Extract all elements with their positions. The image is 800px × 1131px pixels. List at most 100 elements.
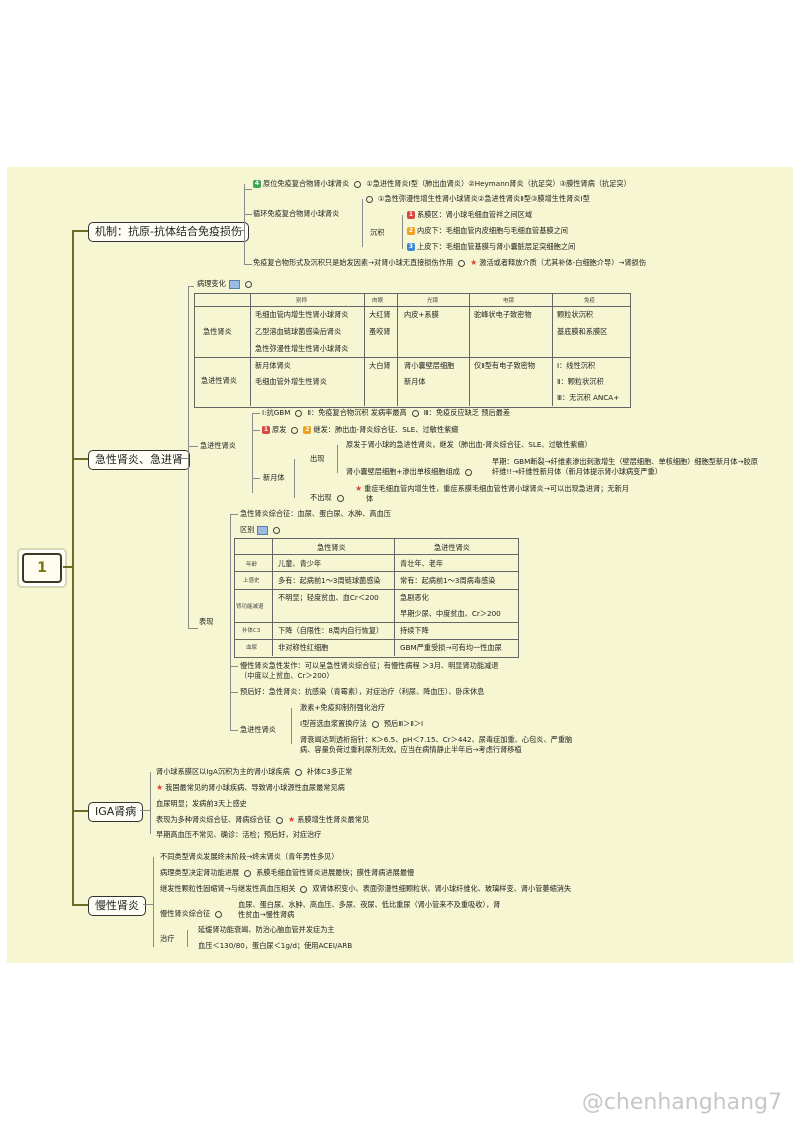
patho-col1 <box>250 293 251 406</box>
connector-b1 <box>72 230 88 232</box>
iga-l2-text: 我国最常见的肾小球疾病、导致肾小球源性血尿最常见病 <box>165 783 345 792</box>
mech-l2a: ①急性弥漫性增生性肾小球肾炎②急进性肾炎Ⅱ型③膜增生性肾炎Ⅰ型 <box>366 194 590 204</box>
mech-l2b3-text: 上皮下：毛细血管基膜与肾小囊脏层足突细胞之间 <box>417 242 576 251</box>
watermark-text: @chenhanghang7 <box>581 1090 782 1115</box>
present-chronic2: （中度以上贫血、Cr＞200） <box>240 671 334 680</box>
branch-acute-label: 急性肾炎、急进肾 <box>95 453 183 466</box>
root-node[interactable]: 1 <box>17 548 67 588</box>
rapid-primary-icon <box>291 426 299 434</box>
mech-l3-connector-icon <box>458 259 466 267</box>
diff-row2 <box>234 589 518 590</box>
mech-l2-line <box>244 214 252 215</box>
connector-b2 <box>72 458 88 460</box>
patho-rapid-if-1: Ⅱ：颗粒状沉积 <box>557 377 604 386</box>
mindmap-canvas <box>7 167 793 963</box>
iga-l1-detail: 补体C3多正常 <box>306 767 353 776</box>
patho-hline <box>188 286 194 287</box>
iga-l4-icon <box>276 816 284 824</box>
diff-b-2: 急剧恶化 <box>400 593 429 602</box>
rapid-type2: Ⅱ：免疫复合物沉积 发病率最高 <box>307 408 407 417</box>
rapid-none-text: 不出现 <box>310 493 332 502</box>
branch-mechanism[interactable]: 机制：抗原-抗体结合免疫损伤 <box>88 222 249 242</box>
diff-a-4: 非对称性红细胞 <box>278 643 329 652</box>
rapid-type3: Ⅲ：免疫反应缺乏 预后最差 <box>423 408 511 417</box>
crescent-vline <box>294 459 295 498</box>
patho-rapid-if-0: Ⅰ：线性沉积 <box>557 361 596 370</box>
mech-l3: 免疫复合物形式及沉积只是始发因素→对肾小球无直接损伤作用★激活或者释放介质（尤其… <box>253 258 646 268</box>
present-rp-line <box>230 730 238 731</box>
chronic-l3-detail: 双肾体积变小、表面弥漫性细颗粒状、肾小球纤维化、玻璃样变、肾小管萎缩消失 <box>312 884 572 893</box>
present-label: 表现 <box>199 617 214 626</box>
patho-acute-gross-0: 大红肾 <box>369 310 391 319</box>
rapid-appear1: 原发于肾小球的急进性肾炎，继发（肺出血-肾炎综合征、SLE、过敏性紫癜） <box>346 440 592 449</box>
present-diff: 区别 <box>240 525 285 535</box>
connector-b3 <box>72 810 88 812</box>
mech-l3-line <box>244 264 252 265</box>
present-vline <box>230 514 231 730</box>
star-icon: ★ <box>470 258 478 267</box>
branch-iga-label: IGA肾病 <box>95 805 137 818</box>
mech-l1-text: 原位免疫复合物肾小球肾炎 <box>263 179 350 188</box>
rapid-crescent: 新月体 <box>263 473 285 482</box>
patho-rapid-lm-1: 新月体 <box>404 377 426 386</box>
diff-k-4: 血尿 <box>246 645 258 651</box>
rapid-hline <box>188 446 198 447</box>
diff-k-2: 肾功能减退 <box>236 604 264 610</box>
mech-vline <box>244 184 245 264</box>
patho-acute-name-0: 毛细血管内增生性肾小球肾炎 <box>255 310 349 319</box>
present-rp-label: 急进性肾炎 <box>240 725 276 734</box>
rapid-none-icon <box>336 494 344 502</box>
diff-row3 <box>234 622 518 623</box>
chronic-hline <box>143 904 153 905</box>
mech-l3-text: 免疫复合物形式及沉积只是始发因素→对肾小球无直接损伤作用 <box>253 258 454 267</box>
rapid-type-icon-2 <box>411 409 419 417</box>
diff-k-0: 年龄 <box>246 562 258 568</box>
diff-b-4: GBM严重受损→可有均一性血尿 <box>400 643 502 652</box>
trunk-vertical <box>72 231 74 905</box>
patho-rapid-gross: 大白肾 <box>369 361 391 370</box>
diff-col2 <box>394 538 395 656</box>
patho-acute-lm: 内皮+系膜 <box>404 310 439 319</box>
iga-l2: ★我国最常见的肾小球疾病、导致肾小球源性血尿最常见病 <box>156 783 345 793</box>
diff-k-1: 上感史 <box>243 578 260 584</box>
patho-acute-em: 驼峰状电子致密物 <box>474 310 532 319</box>
diff-a-0: 儿童、青少年 <box>278 559 322 568</box>
branch-iga[interactable]: IGA肾病 <box>88 802 144 822</box>
diff-a-1: 多有：起病前1～3周链球菌感染 <box>278 576 381 585</box>
rapid-secondary-text: 继发：肺出血-肾炎综合征、SLE、过敏性紫癜 <box>313 425 459 434</box>
present-l1-line <box>230 514 238 515</box>
chronic-treat: 治疗 <box>160 934 175 943</box>
iga-l5: 早期高血压不常见、确诊：活检；预后好，对症治疗 <box>156 830 322 839</box>
patho-acute-if-1: 基底膜和系膜区 <box>557 327 608 336</box>
chronic-l3-text: 继发性颗粒性固缩肾→与继发性高血压相关 <box>160 884 296 893</box>
mech-l2: 循环免疫复合物肾小球肾炎 <box>253 209 340 218</box>
patho-acute-name-1: 乙型溶血链球菌感染后肾炎 <box>255 327 342 336</box>
mech-l2b: 沉积 <box>370 228 385 237</box>
patho-col2 <box>364 293 365 406</box>
rapid-vline <box>252 413 253 493</box>
patho-rapid-if-2: Ⅲ：无沉积 ANCA+ <box>557 393 620 402</box>
chronic-l4: 慢性肾炎综合征 <box>160 909 227 919</box>
mech-l1-line <box>244 189 252 190</box>
diff-a-3: 下降（自限性：8周内自行恢复） <box>278 626 384 635</box>
patho-title-text: 病理变化 <box>197 279 226 288</box>
chronic-l4r1: 血尿、蛋白尿、水肿、高血压、多尿、夜尿、低比重尿（肾小管来不及重吸收），肾 <box>238 900 501 909</box>
trunk-line <box>63 566 73 568</box>
chronic-l4r2: 性贫血→慢性肾病 <box>238 910 295 919</box>
present-l1: 急性肾炎综合征：血尿、蛋白尿、水肿、高血压 <box>240 509 391 518</box>
chronic-l3: 继发性颗粒性固缩肾→与继发性高血压相关 双肾体积变小、表面弥漫性细颗粒状、肾小球纤… <box>160 884 571 894</box>
connector-b4 <box>72 904 88 906</box>
rapid-appear2-text: 肾小囊壁层细胞+渗出单核细胞组成 <box>346 467 460 476</box>
diff-b-0: 青壮年、老年 <box>400 559 444 568</box>
branch-acute-nephritis[interactable]: 急性肾炎、急进肾 <box>88 450 190 470</box>
priority-3-badge: 3 <box>407 243 415 251</box>
branch-chronic[interactable]: 慢性肾炎 <box>88 896 146 916</box>
table-icon <box>228 279 240 289</box>
present-hline <box>188 628 198 629</box>
priority-2-badge: 2 <box>407 227 415 235</box>
rapid-none1-text: 重症毛细血管内增生性，重症系膜毛细血管性肾小球肾炎→可以出现急进肾；无新月 <box>364 484 629 493</box>
